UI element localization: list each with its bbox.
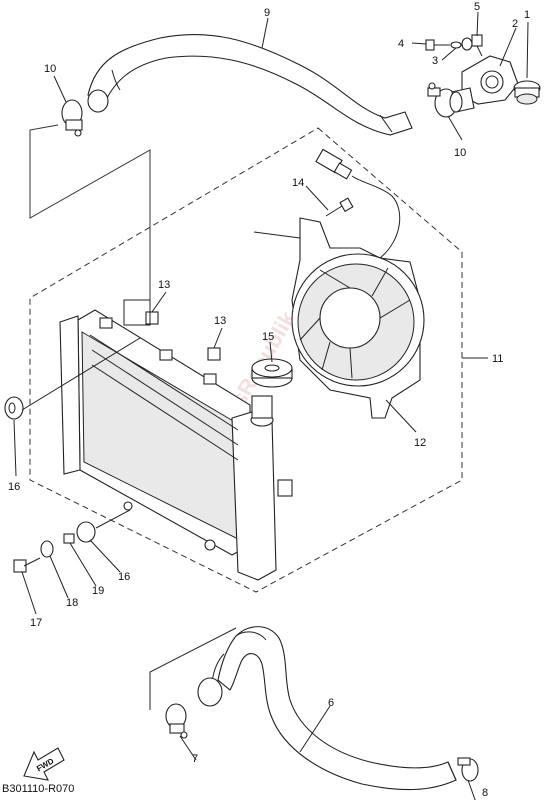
thermostat [513, 80, 541, 105]
callout-13-a: 13 [158, 279, 170, 291]
upper-radiator-hose [87, 33, 413, 136]
washer-18 [40, 540, 54, 558]
callout-17: 17 [30, 617, 42, 629]
forward-direction-arrow: FWD [23, 747, 65, 781]
fan-wire-harness [315, 148, 401, 259]
leader-box-lower-hose [149, 627, 237, 710]
callout-19: 19 [92, 585, 104, 597]
clip-13-b [207, 347, 221, 361]
radiator [59, 309, 293, 581]
clip-13-a [145, 311, 159, 325]
callout-18: 18 [66, 597, 78, 609]
radiator-assembly-outline [29, 127, 463, 593]
callout-8: 8 [482, 787, 488, 799]
bolt-17 [13, 557, 41, 573]
callout-4: 4 [398, 38, 404, 50]
hose-clamp-10-left [61, 99, 83, 137]
callout-2: 2 [512, 18, 518, 30]
washer-3 [450, 41, 462, 49]
bolt-14 [325, 197, 354, 217]
callout-16-lower: 16 [118, 571, 130, 583]
callout-6: 6 [328, 697, 334, 709]
lower-radiator-hose [197, 626, 457, 791]
diagram-code: B301110-R070 [2, 783, 75, 795]
callout-3: 3 [432, 55, 438, 67]
callout-15: 15 [262, 331, 274, 343]
callout-14: 14 [292, 177, 304, 189]
callout-5: 5 [474, 1, 480, 13]
bolt-4 [425, 39, 450, 51]
callout-9: 9 [264, 7, 270, 19]
callout-7: 7 [192, 753, 198, 765]
grommet-16-lower [76, 521, 96, 543]
fan-assembly [253, 217, 425, 419]
callout-12: 12 [414, 437, 426, 449]
callout-13-b: 13 [214, 315, 226, 327]
gasket-5 [461, 37, 473, 51]
leader-line-bolt [95, 509, 131, 529]
callout-10-right: 10 [454, 147, 466, 159]
leader-line-grommet [21, 337, 141, 411]
hose-clamp-8 [457, 757, 479, 782]
callout-1: 1 [524, 9, 530, 21]
callout-16-left: 16 [8, 481, 20, 493]
callout-leaders [13, 11, 529, 800]
collar-19 [63, 533, 75, 544]
grommet-16-left [4, 396, 24, 420]
leader-box-clip [123, 299, 151, 326]
bolt-5 [471, 34, 483, 57]
callout-10-left: 10 [44, 63, 56, 75]
leader-box-clamp [29, 124, 151, 300]
radiator-cap [251, 358, 293, 388]
thermostat-housing [449, 55, 519, 113]
hose-clamp-10-right [427, 82, 458, 118]
callout-11: 11 [492, 353, 503, 365]
hose-clamp-7 [165, 703, 188, 739]
